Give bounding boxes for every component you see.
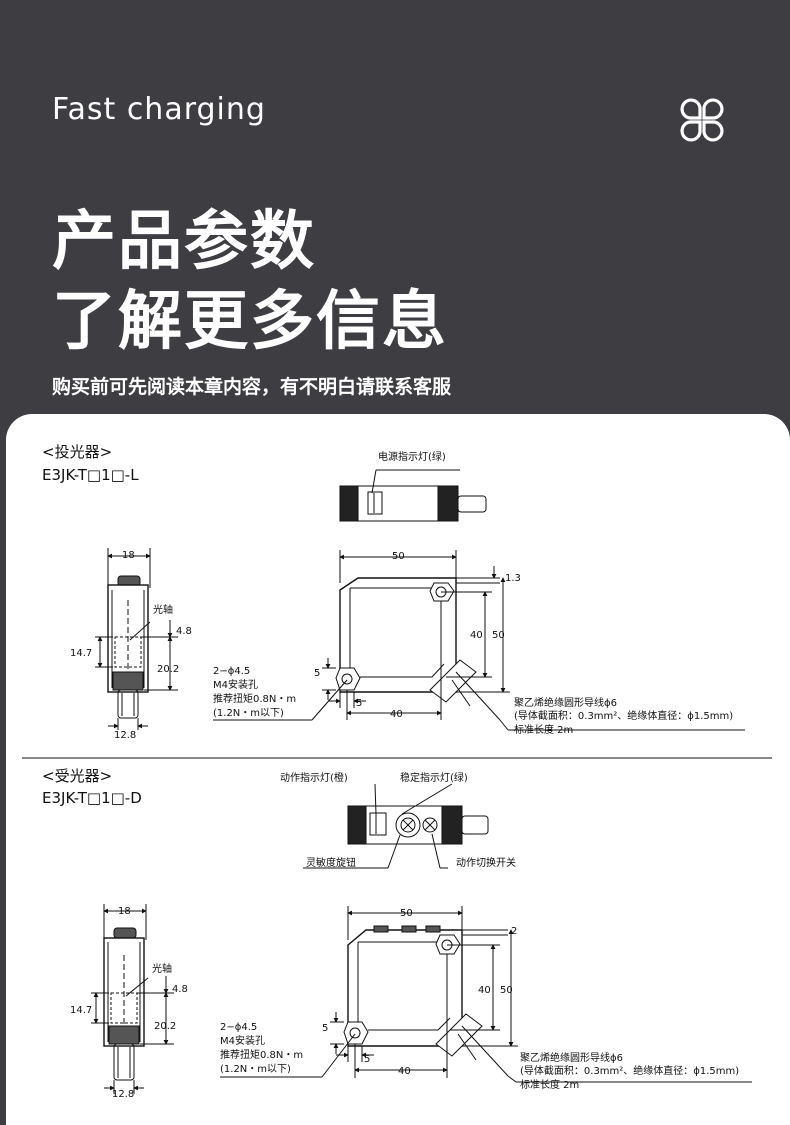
emitter-dim-40-vertical: 40 [470, 630, 483, 641]
receiver-front-view [220, 906, 752, 1083]
receiver-dim-18: 18 [118, 906, 131, 917]
emitter-top-view [339, 469, 487, 522]
mode-switch-label: 动作切换开关 [456, 856, 516, 869]
emitter-cable-note-3: 标准长度 2m [514, 723, 573, 736]
emitter-cable-note-2: (导体截面积：0.3mm²、绝缘体直径：ϕ1.5mm) [514, 709, 733, 722]
emitter-dim-40-horizontal: 40 [390, 709, 403, 720]
emitter-dim-5-vertical: 5 [314, 668, 320, 679]
emitter-cable-note-1: 聚乙烯绝缘圆形导线ϕ6 [514, 696, 617, 709]
tagline: Fast charging [52, 92, 266, 127]
receiver-dim-5-vertical: 5 [322, 1023, 328, 1034]
receiver-cable-note-1: 聚乙烯绝缘圆形导线ϕ6 [520, 1051, 623, 1064]
emitter-dim-50-vertical: 50 [492, 630, 505, 641]
receiver-dim-50: 50 [400, 908, 413, 919]
sensitivity-knob-label: 灵敏度旋钮 [306, 856, 356, 869]
page-subtitle: 购买前可先阅读本章内容，有不明白请联系客服 [52, 376, 452, 398]
emitter-dim-1-3: 1.3 [505, 573, 521, 584]
emitter-model: E3JK-T□1□-L [42, 466, 139, 484]
receiver-axis-label: 光轴 [152, 962, 172, 975]
emitter-front-view [213, 550, 745, 731]
receiver-dim-40-horizontal: 40 [398, 1066, 411, 1077]
receiver-cable-note-3: 标准长度 2m [520, 1078, 579, 1091]
emitter-dim-18: 18 [122, 550, 135, 561]
receiver-dim-14-7: 14.7 [70, 1005, 92, 1016]
receiver-dim-20-2: 20.2 [154, 1021, 176, 1032]
op-led-label: 动作指示灯(橙) [280, 771, 348, 784]
receiver-hole-note-2: M4安装孔 [220, 1034, 265, 1047]
receiver-heading: <受光器> [42, 767, 112, 785]
emitter-heading: <投光器> [42, 443, 112, 461]
page-title-line1: 产品参数 [52, 205, 316, 279]
emitter-hole-note-1: 2−ϕ4.5 [213, 666, 250, 677]
receiver-dim-2: 2 [511, 926, 517, 937]
receiver-top-view [303, 783, 489, 869]
clover-logo-icon [680, 98, 724, 142]
receiver-hole-note-1: 2−ϕ4.5 [220, 1022, 257, 1033]
receiver-dim-12-8: 12.8 [112, 1089, 134, 1100]
emitter-side-view [95, 548, 178, 730]
receiver-hole-note-3: 推荐扭矩0.8N・m [220, 1048, 303, 1061]
power-led-label: 电源指示灯(绿) [378, 450, 446, 463]
receiver-dim-40-vertical: 40 [478, 985, 491, 996]
receiver-hole-note-4: (1.2N・m以下) [220, 1064, 291, 1075]
page-title-line2: 了解更多信息 [52, 285, 448, 359]
emitter-dim-5-horizontal: 5 [356, 698, 362, 709]
stable-led-label: 稳定指示灯(绿) [400, 771, 468, 784]
receiver-dim-4-8: 4.8 [172, 984, 188, 995]
header-banner: Fast charging 产品参数 了解更多信息 购买前可先阅读本章内容，有不… [0, 0, 790, 420]
emitter-dim-4-8: 4.8 [176, 626, 192, 637]
emitter-dim-50: 50 [392, 551, 405, 562]
receiver-cable-note-2: (导体截面积：0.3mm²、绝缘体直径：ϕ1.5mm) [520, 1064, 739, 1077]
emitter-hole-note-4: (1.2N・m以下) [213, 708, 284, 719]
receiver-side-view [91, 904, 174, 1094]
receiver-dim-50-vertical: 50 [500, 985, 513, 996]
receiver-model: E3JK-T□1□-D [42, 789, 142, 807]
receiver-dim-5-horizontal: 5 [364, 1054, 370, 1065]
emitter-hole-note-3: 推荐扭矩0.8N・m [213, 692, 296, 705]
emitter-dim-12-8: 12.8 [114, 730, 136, 741]
emitter-dim-14-7: 14.7 [70, 648, 92, 659]
emitter-axis-label: 光轴 [153, 603, 173, 616]
emitter-dim-20-2: 20.2 [157, 664, 179, 675]
emitter-hole-note-2: M4安装孔 [213, 678, 258, 691]
